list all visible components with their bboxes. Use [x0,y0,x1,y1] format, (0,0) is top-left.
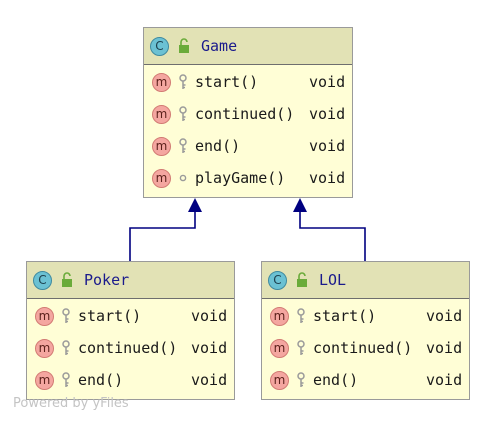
member-list: m start() void m continued() void m [262,299,469,396]
arrowhead-lol-game [293,198,307,212]
return-type: void [426,307,463,325]
key-icon [297,308,305,323]
arrowhead-poker-game [188,198,202,212]
method-row[interactable]: m continued() void [27,332,234,364]
method-name: start() [195,73,259,91]
method-name: start() [78,307,142,325]
method-icon: m [152,168,171,188]
method-icon: m [35,306,54,326]
key-icon [179,138,187,153]
edge-lol-game [299,210,366,261]
return-type: void [191,371,228,389]
key-icon [62,308,70,323]
class-name: Poker [84,271,130,289]
method-name: playGame() [195,169,286,187]
key-icon [297,340,305,355]
key-icon [297,372,305,387]
method-row[interactable]: m end() void [27,364,234,396]
method-row[interactable]: m start() void [262,300,469,332]
class-game[interactable]: C Game m start() void m [143,27,353,198]
key-icon [62,340,70,355]
key-icon [179,106,187,121]
method-row[interactable]: m continued() void [262,332,469,364]
return-type: void [426,371,463,389]
method-row[interactable]: m playGame() void [144,162,352,194]
method-row[interactable]: m start() void [144,66,352,98]
method-row[interactable]: m end() void [262,364,469,396]
method-icon: m [270,370,289,390]
method-name: continued() [78,339,178,357]
class-header: C LOL [262,262,469,299]
method-icon: m [270,338,289,358]
class-name: LOL [319,271,347,289]
class-kind-icon: C [33,270,52,290]
member-list: m start() void m continued() void m [27,299,234,396]
method-row[interactable]: m continued() void [144,98,352,130]
return-type: void [309,169,346,187]
method-icon: m [152,104,171,124]
key-icon [179,74,187,89]
class-kind-icon: C [268,270,287,290]
return-type: void [191,307,228,325]
class-poker[interactable]: C Poker m start() void m [26,261,235,400]
method-row[interactable]: m end() void [144,130,352,162]
method-name: end() [313,371,359,389]
method-name: start() [313,307,377,325]
method-icon: m [152,136,171,156]
method-icon: m [35,370,54,390]
key-icon [62,372,70,387]
class-kind-icon: C [150,36,169,56]
return-type: void [309,137,346,155]
method-name: end() [195,137,241,155]
circle-icon [179,174,187,182]
watermark-text: Powered by yFiles [13,396,129,411]
unlocked-icon [62,272,72,287]
class-name: Game [201,37,238,55]
edge-poker-game [129,210,196,261]
method-name: continued() [313,339,413,357]
class-lol[interactable]: C LOL m start() void m [261,261,470,400]
return-type: void [191,339,228,357]
unlocked-icon [297,272,307,287]
method-name: continued() [195,105,295,123]
method-row[interactable]: m start() void [27,300,234,332]
class-header: C Game [144,28,352,65]
method-icon: m [270,306,289,326]
return-type: void [309,73,346,91]
return-type: void [309,105,346,123]
method-name: end() [78,371,124,389]
method-icon: m [35,338,54,358]
unlocked-icon [179,38,189,53]
member-list: m start() void m continued() void m [144,65,352,194]
return-type: void [426,339,463,357]
method-icon: m [152,72,171,92]
class-header: C Poker [27,262,234,299]
